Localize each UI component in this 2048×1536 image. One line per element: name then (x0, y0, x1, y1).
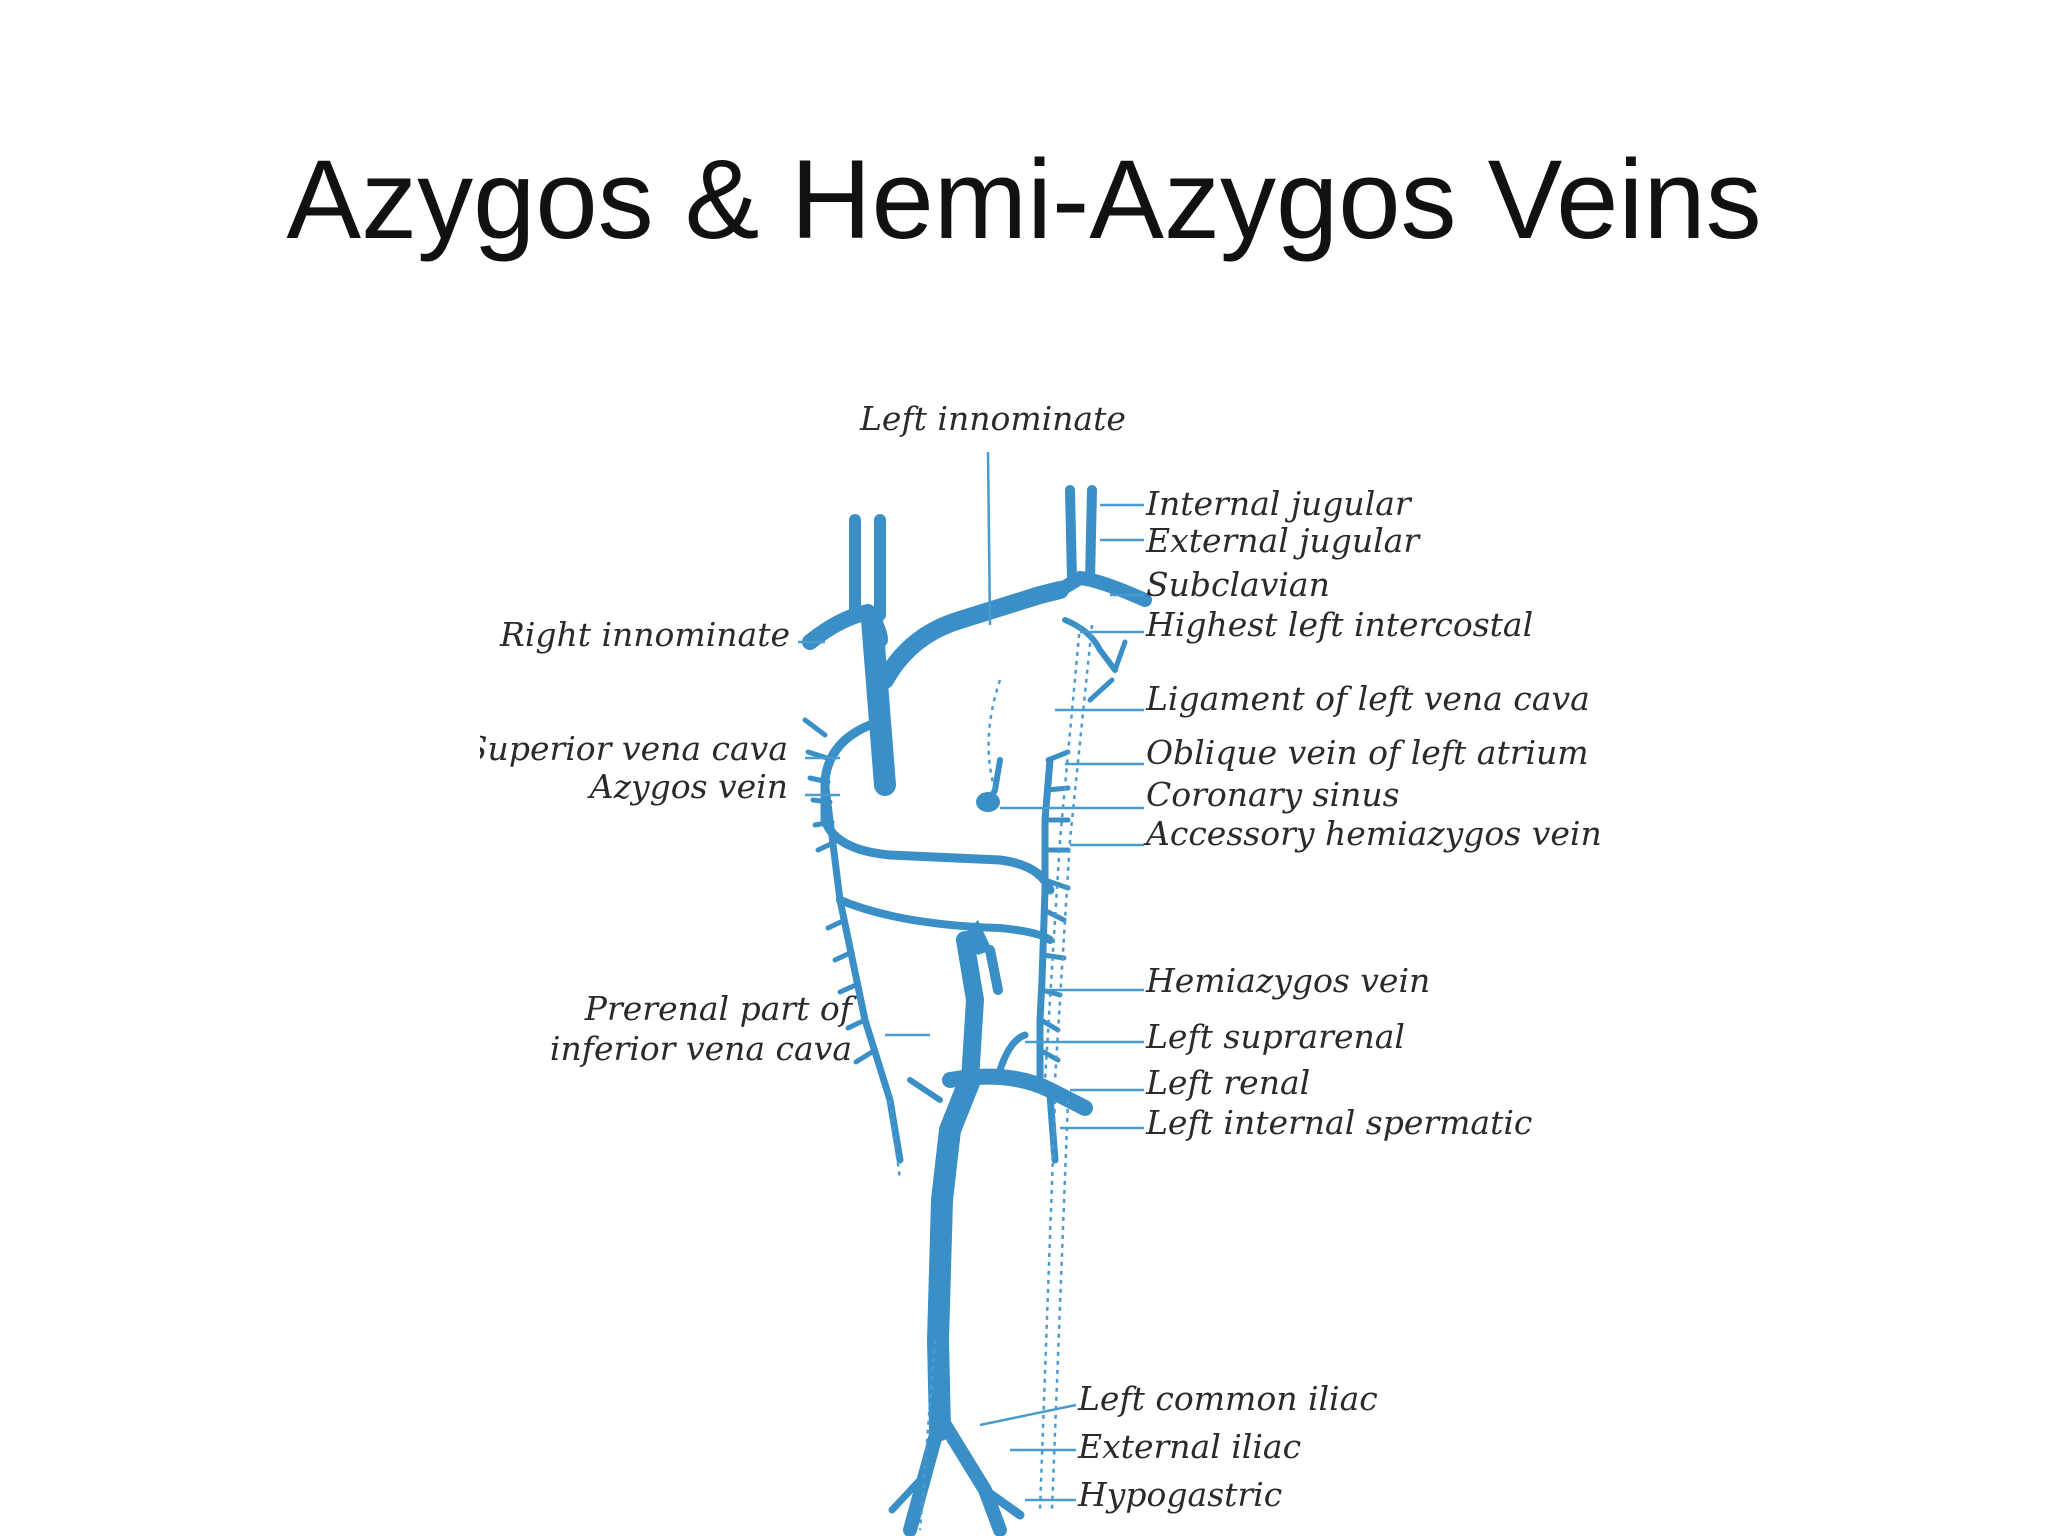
vein-diagram: Left innominate Internal jugular Externa… (480, 380, 1600, 1536)
label-superior-vena-cava: Superior vena cava (480, 729, 788, 768)
right-renal-branch (907, 1077, 943, 1103)
label-prerenal-line-2: inferior vena cava (550, 1029, 852, 1068)
label-azygos-vein: Azygos vein (587, 767, 788, 806)
inferior-vena-cava (927, 1069, 981, 1441)
label-right-innominate: Right innominate (499, 615, 790, 654)
hemiazygos-tributaries (1037, 749, 1071, 1063)
label-left-internal-spermatic: Left internal spermatic (1145, 1103, 1532, 1142)
left-innominate-vein (876, 581, 1069, 689)
intercostal-branches (1087, 639, 1128, 703)
label-prerenal-line-1: Prerenal part of (584, 989, 858, 1028)
label-left-common-iliac: Left common iliac (1077, 1379, 1378, 1418)
left-external-jugular-vein (1085, 485, 1097, 585)
label-external-iliac: External iliac (1077, 1427, 1301, 1466)
label-highest-left-intercostal: Highest left intercostal (1145, 605, 1533, 644)
label-external-jugular: External jugular (1145, 521, 1421, 560)
dotted-lines (888, 624, 1094, 1531)
left-internal-jugular-vein (1065, 485, 1077, 585)
label-hypogastric: Hypogastric (1077, 1475, 1282, 1514)
left-internal-spermatic-vein (1046, 1091, 1059, 1164)
vein-drawing (802, 485, 1152, 1536)
azygos-tributaries (802, 717, 875, 1065)
left-subclavian-vein (1053, 571, 1152, 607)
label-accessory-hemiazygos-vein: Accessory hemiazygos vein (1143, 814, 1600, 853)
label-left-renal: Left renal (1145, 1063, 1310, 1102)
slide-title: Azygos & Hemi-Azygos Veins (286, 137, 1762, 262)
ivc-upper-tip (958, 920, 992, 955)
label-subclavian: Subclavian (1146, 565, 1330, 604)
label-left-suprarenal: Left suprarenal (1145, 1017, 1405, 1056)
right-iliac-branch (888, 1476, 924, 1514)
leader-lines (798, 451, 1144, 1502)
label-left-innominate: Left innominate (859, 399, 1126, 438)
coronary-sinus-shape (976, 792, 1000, 812)
azygos-arch (820, 715, 1055, 895)
left-suprarenal-vein (996, 1031, 1029, 1074)
label-coronary-sinus: Coronary sinus (1146, 775, 1400, 814)
ivc-upper-branch (985, 945, 1003, 995)
left-common-iliac-vein (935, 1413, 1007, 1536)
diagram-labels: Left innominate Internal jugular Externa… (480, 399, 1600, 1514)
label-ligament-left-vena-cava: Ligament of left vena cava (1145, 679, 1590, 718)
hemiazygos-vein (1036, 756, 1054, 1084)
vein-diagram-svg: Left innominate Internal jugular Externa… (480, 399, 1600, 1536)
left-renal-vein (942, 1068, 1093, 1116)
label-internal-jugular: Internal jugular (1145, 484, 1413, 523)
highest-left-intercostal-vein (1062, 617, 1118, 673)
ivc-upper (956, 931, 984, 1089)
azygos-hemiazygos-cross (836, 896, 1054, 944)
label-hemiazygos-vein: Hemiazygos vein (1145, 961, 1430, 1000)
superior-vena-cava (861, 609, 896, 796)
left-hypogastric-vein (980, 1485, 1025, 1520)
label-oblique-vein-left-atrium: Oblique vein of left atrium (1146, 733, 1589, 772)
